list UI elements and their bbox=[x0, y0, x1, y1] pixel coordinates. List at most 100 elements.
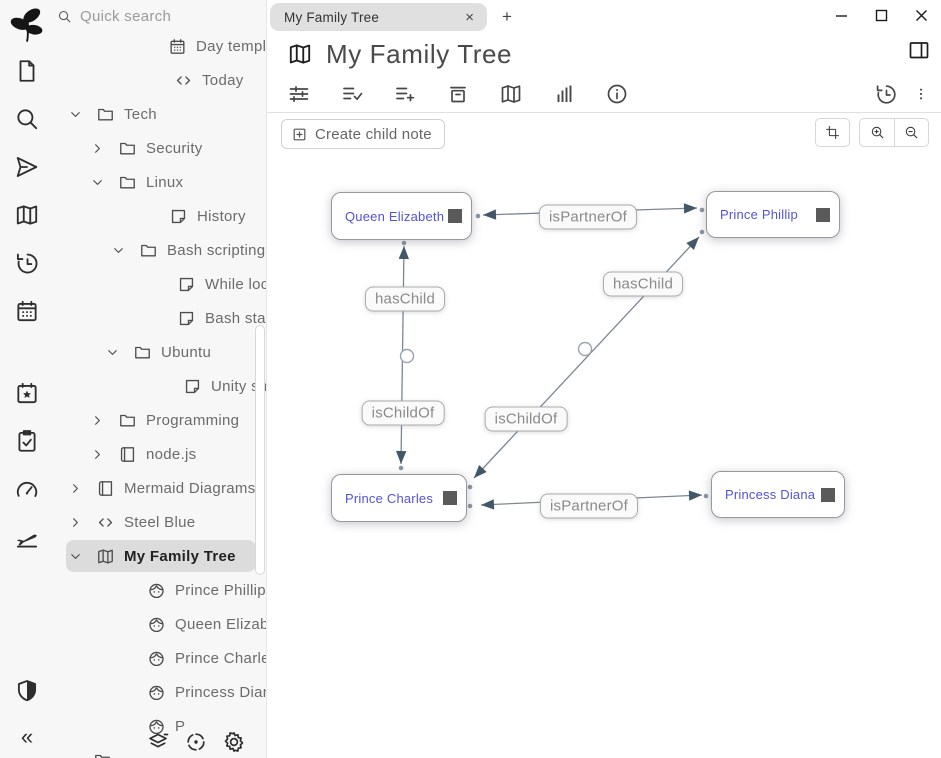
relation-label-haschild[interactable]: hasChild bbox=[603, 271, 683, 297]
note-tree: Day templateTodayTechSecurityLinuxHistor… bbox=[54, 29, 266, 758]
relation-label-ispartnerof[interactable]: isPartnerOf bbox=[539, 493, 639, 519]
bookmarks-button[interactable] bbox=[14, 380, 40, 406]
relation-label-haschild[interactable]: hasChild bbox=[365, 286, 445, 312]
sidebar-item-princess-diana[interactable]: Princess Diana bbox=[54, 675, 266, 709]
task-manager-button[interactable] bbox=[14, 428, 40, 454]
sidebar-item-mermaid-diagrams[interactable]: Mermaid Diagrams bbox=[54, 471, 266, 505]
note-title-row: My Family Tree bbox=[267, 33, 941, 75]
chevron-right-icon[interactable] bbox=[90, 447, 105, 462]
sidebar-item-programming[interactable]: Programming bbox=[54, 403, 266, 437]
map-node-princess-diana[interactable]: Princess Diana bbox=[711, 471, 845, 518]
sidebar-item-security[interactable]: Security bbox=[54, 131, 266, 165]
note-map-button[interactable] bbox=[14, 202, 40, 228]
map-node-prince-charles[interactable]: Prince Charles bbox=[331, 474, 467, 522]
ribbon-tab-similar-notes[interactable] bbox=[605, 82, 629, 106]
reset-pan-zoom-button[interactable] bbox=[815, 118, 850, 147]
edge-midpoint-handle[interactable] bbox=[577, 341, 593, 357]
ribbon-tab-note-map[interactable] bbox=[499, 82, 523, 106]
folder-icon bbox=[139, 241, 158, 260]
sidebar-item-history[interactable]: History bbox=[54, 199, 266, 233]
sidebar-item-today[interactable]: Today bbox=[54, 63, 266, 97]
chevron-right-icon[interactable] bbox=[90, 141, 105, 156]
target-icon[interactable] bbox=[184, 730, 208, 754]
metrics-button[interactable] bbox=[14, 476, 40, 502]
sidebar-item-prince-phillip[interactable]: Prince Phillip bbox=[54, 573, 266, 607]
chevron-down-icon[interactable] bbox=[90, 175, 105, 190]
sidebar-item-item[interactable] bbox=[54, 743, 266, 758]
sidebar-item-label: History bbox=[197, 207, 246, 225]
relation-label-ischildof[interactable]: isChildOf bbox=[484, 406, 568, 432]
maximize-button[interactable] bbox=[861, 0, 901, 30]
sidebar-item-label: Queen Elizabeth bbox=[175, 615, 267, 633]
tab-my-family-tree[interactable]: My Family Tree × bbox=[270, 3, 487, 31]
chevron-down-icon[interactable] bbox=[111, 243, 126, 258]
map-node-title[interactable]: Prince Phillip bbox=[720, 207, 798, 222]
edge-midpoint-handle[interactable] bbox=[399, 348, 415, 364]
chevron-down-icon[interactable] bbox=[68, 549, 83, 564]
sidebar-item-bash-scripting[interactable]: Bash scripting bbox=[54, 233, 266, 267]
chevron-right-icon[interactable] bbox=[68, 481, 83, 496]
toggle-right-pane-icon[interactable] bbox=[907, 38, 931, 62]
sidebar-item-linux[interactable]: Linux bbox=[54, 165, 266, 199]
node-endpoint-handle[interactable] bbox=[448, 209, 462, 223]
sidebar-item-day-template[interactable]: Day template bbox=[54, 29, 266, 63]
quick-search[interactable]: Quick search bbox=[54, 0, 266, 32]
new-tab-button[interactable]: + bbox=[502, 7, 512, 26]
layers-icon[interactable] bbox=[146, 730, 170, 754]
relation-label-ischildof[interactable]: isChildOf bbox=[361, 400, 445, 426]
relation-label-ispartnerof[interactable]: isPartnerOf bbox=[538, 204, 638, 230]
note-menu-icon[interactable] bbox=[913, 82, 929, 106]
search-button[interactable] bbox=[14, 106, 40, 132]
node-endpoint-handle[interactable] bbox=[816, 207, 830, 222]
node-endpoint-handle[interactable] bbox=[821, 487, 835, 502]
ribbon-tab-note-paths[interactable] bbox=[446, 82, 470, 106]
ribbon-tab-basic-properties[interactable] bbox=[287, 82, 311, 106]
ribbon-tab-owned-attributes[interactable] bbox=[340, 82, 364, 106]
sidebar-item-label: Day template bbox=[196, 37, 267, 55]
sidebar-item-p[interactable]: P bbox=[54, 709, 266, 743]
book-icon bbox=[118, 445, 137, 464]
chevron-right-icon[interactable] bbox=[68, 515, 83, 530]
note-revisions-icon[interactable] bbox=[874, 82, 898, 106]
sidebar-item-my-family-tree[interactable]: My Family Tree bbox=[54, 539, 266, 573]
sidebar-item-while-loop[interactable]: While loop bbox=[54, 267, 266, 301]
map-node-title[interactable]: Princess Diana bbox=[725, 487, 816, 502]
tree-scrollbar[interactable] bbox=[255, 325, 265, 575]
map-node-queen-elizabeth-ii[interactable]: Queen Elizabeth II bbox=[331, 192, 472, 240]
node-endpoint-handle[interactable] bbox=[443, 491, 457, 505]
sidebar-item-prince-charles[interactable]: Prince Charles bbox=[54, 641, 266, 675]
calendar-button[interactable] bbox=[14, 298, 40, 324]
sidebar-item-unity-shortc[interactable]: Unity shortc bbox=[54, 369, 266, 403]
map-node-title[interactable]: Prince Charles bbox=[345, 490, 434, 506]
travel-button[interactable] bbox=[14, 524, 40, 550]
ribbon-tab-promoted-attributes[interactable] bbox=[393, 82, 417, 106]
protected-session-button[interactable] bbox=[14, 678, 40, 704]
map-node-prince-phillip[interactable]: Prince Phillip bbox=[706, 191, 840, 238]
tab-close-icon[interactable]: × bbox=[465, 8, 474, 26]
sidebar-item-node-js[interactable]: node.js bbox=[54, 437, 266, 471]
zoom-out-button[interactable] bbox=[894, 118, 929, 147]
ribbon-tab-note-info[interactable] bbox=[552, 82, 576, 106]
chevron-down-icon[interactable] bbox=[68, 107, 83, 122]
sidebar-item-queen-elizabeth[interactable]: Queen Elizabeth bbox=[54, 607, 266, 641]
zoom-in-button[interactable] bbox=[859, 118, 894, 147]
sidebar-item-tech[interactable]: Tech bbox=[54, 97, 266, 131]
sidebar-item-steel-blue[interactable]: Steel Blue bbox=[54, 505, 266, 539]
close-button[interactable] bbox=[901, 0, 941, 30]
map-node-title[interactable]: Queen Elizabeth II bbox=[345, 208, 444, 224]
minimize-button[interactable] bbox=[821, 0, 861, 30]
sidebar-item-bash-startu[interactable]: Bash startu bbox=[54, 301, 266, 335]
sidebar-item-ubuntu[interactable]: Ubuntu bbox=[54, 335, 266, 369]
note-title[interactable]: My Family Tree bbox=[326, 38, 513, 69]
new-note-button[interactable] bbox=[14, 58, 40, 84]
calendar-icon bbox=[168, 37, 187, 56]
create-child-note-button[interactable]: Create child note bbox=[281, 119, 445, 149]
jump-to-note-button[interactable] bbox=[14, 154, 40, 180]
chevron-right-icon[interactable] bbox=[90, 413, 105, 428]
sidebar-item-label: Prince Charles bbox=[175, 649, 266, 667]
recent-changes-button[interactable] bbox=[14, 250, 40, 276]
collapse-sidebar-button[interactable]: « bbox=[20, 724, 34, 749]
chevron-down-icon[interactable] bbox=[105, 345, 120, 360]
note-add-icon bbox=[291, 126, 308, 143]
settings-icon[interactable] bbox=[222, 730, 246, 754]
